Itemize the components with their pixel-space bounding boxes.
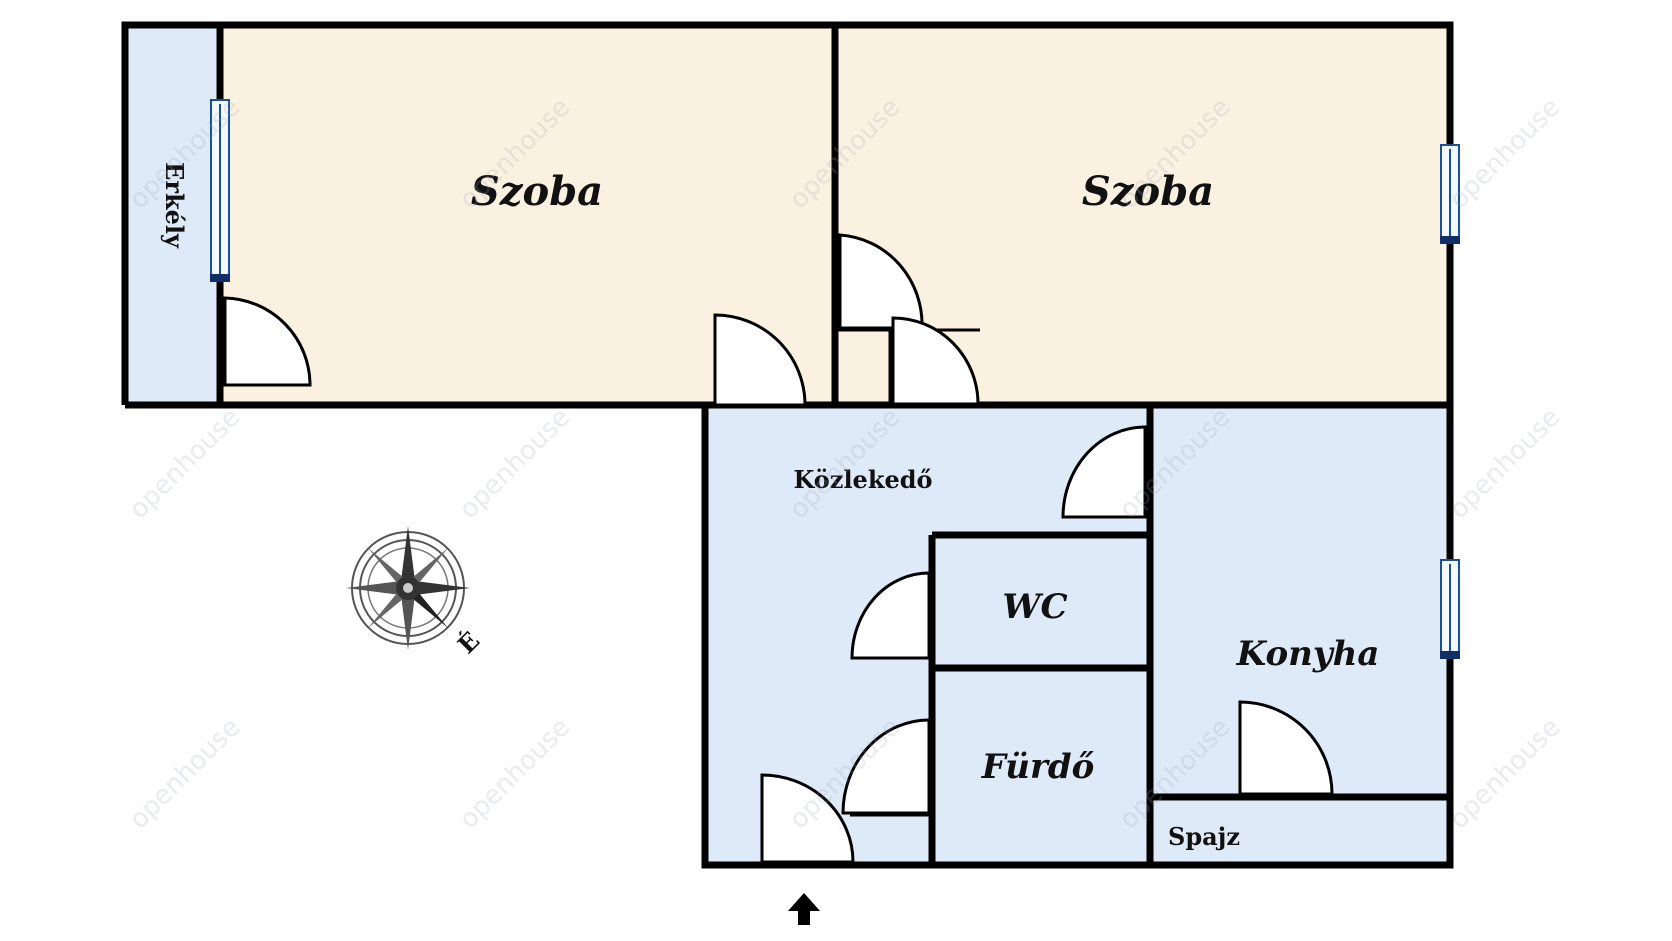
watermark-text: openhouse — [124, 712, 247, 835]
watermark-text: openhouse — [124, 402, 247, 525]
room-label-konyha: Konyha — [1236, 634, 1380, 674]
room-label-spajz: Spajz — [1168, 822, 1240, 851]
door-spajz — [1238, 700, 1334, 796]
room-label-erkely: Erkély — [160, 162, 189, 249]
watermark-text: openhouse — [1444, 712, 1567, 835]
room-label-szoba-left: Szoba — [471, 168, 603, 215]
door-konyha — [1061, 425, 1147, 519]
watermark-text: openhouse — [454, 402, 577, 525]
door-entrance — [760, 773, 855, 864]
room-label-wc: WC — [1002, 587, 1067, 627]
room-label-kozlekedo: Közlekedő — [793, 465, 932, 494]
compass-direction-label: É — [452, 626, 485, 659]
room-label-furdo: Fürdő — [981, 747, 1095, 787]
watermark-text: openhouse — [454, 712, 577, 835]
watermark-text: openhouse — [1444, 92, 1567, 215]
window-erkely — [210, 99, 230, 282]
compass-icon — [346, 526, 470, 650]
up-arrow-icon — [788, 893, 820, 925]
door-erkely — [223, 296, 312, 387]
door-wc — [850, 571, 931, 660]
room-erkely — [125, 25, 220, 405]
window-konyha — [1440, 559, 1460, 659]
room-label-szoba-right: Szoba — [1082, 168, 1214, 215]
door-szoba-left — [713, 313, 807, 407]
door-furdo — [841, 718, 931, 815]
window-szoba-right — [1440, 144, 1460, 244]
watermark-text: openhouse — [1444, 402, 1567, 525]
door-closet — [891, 316, 980, 406]
